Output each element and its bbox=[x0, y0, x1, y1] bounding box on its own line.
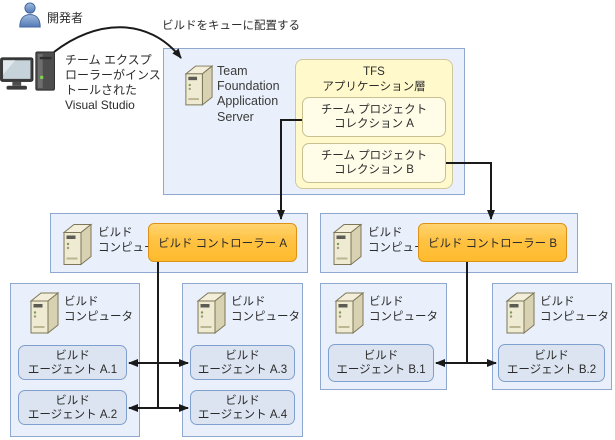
collection-a-box: チーム プロジェクト コレクション A bbox=[302, 97, 446, 137]
agent-a1-line: ビルド bbox=[55, 349, 90, 362]
build-computer-label-line: ビルド bbox=[368, 227, 403, 239]
app-tier-title: TFS アプリケーション層 bbox=[295, 65, 453, 95]
agent-a4-line: ビルド bbox=[225, 394, 260, 407]
server-icon bbox=[330, 221, 364, 266]
agent-a1-line: エージェント A.1 bbox=[27, 363, 118, 376]
agent-b1-line: エージェント B.1 bbox=[336, 364, 426, 376]
tfs-server-label-line: Team bbox=[217, 64, 248, 78]
server-icon bbox=[194, 290, 228, 334]
agent-b1-box: ビルド エージェント B.1 bbox=[328, 344, 434, 382]
agent-b2-box: ビルド エージェント B.2 bbox=[498, 344, 605, 382]
agent-a2-line: ビルド bbox=[55, 394, 90, 407]
build-computer-label-line: コンピュータ bbox=[231, 311, 300, 323]
build-computer-label-line: コンピュータ bbox=[540, 311, 609, 323]
agent-b2-line: ビルド bbox=[534, 350, 569, 362]
controller-b-box: ビルド コントローラー B bbox=[418, 223, 567, 262]
agent-a1-box: ビルド エージェント A.1 bbox=[18, 345, 127, 380]
build-computer-label: ビルド コンピュータ bbox=[540, 295, 609, 325]
collection-b-box: チーム プロジェクト コレクション B bbox=[302, 143, 446, 183]
collection-b-line: チーム プロジェクト bbox=[320, 150, 428, 162]
collection-a-line: コレクション A bbox=[334, 118, 414, 130]
server-icon bbox=[182, 63, 215, 106]
server-icon bbox=[60, 221, 94, 266]
client-caption-line: ローラーがインス bbox=[65, 68, 161, 82]
build-computer-label: ビルド コンピュータ bbox=[369, 295, 438, 325]
agent-a3-box: ビルド エージェント A.3 bbox=[190, 345, 295, 380]
client-computer-icon bbox=[0, 50, 58, 97]
tfs-server-label: Team Foundation Application Server bbox=[217, 64, 280, 125]
client-caption-line: チーム エクスプ bbox=[65, 53, 152, 67]
collection-a-line: チーム プロジェクト bbox=[320, 104, 428, 116]
build-computer-label: ビルド コンピュータ bbox=[64, 295, 133, 325]
build-computer-label: ビルド コンピュータ bbox=[231, 295, 300, 325]
queue-arrow-label: ビルドをキューに配置する bbox=[162, 20, 300, 32]
server-icon bbox=[503, 290, 537, 334]
build-computer-label-line: コンピュータ bbox=[64, 311, 133, 323]
agent-a2-box: ビルド エージェント A.2 bbox=[18, 390, 127, 425]
developer-person-icon bbox=[17, 2, 43, 28]
agent-a2-line: エージェント A.2 bbox=[27, 408, 118, 421]
client-caption: チーム エクスプ ローラーがインス トールされた Visual Studio bbox=[65, 53, 161, 113]
client-caption-line: Visual Studio bbox=[65, 98, 135, 112]
tfs-server-label-line: Application bbox=[217, 94, 279, 109]
client-caption-line: トールされた bbox=[65, 83, 138, 97]
agent-a4-line: エージェント A.4 bbox=[197, 408, 288, 421]
build-computer-label-line: ビルド bbox=[64, 296, 99, 308]
build-computer-label-line: コンピュータ bbox=[369, 311, 438, 323]
agent-b1-line: ビルド bbox=[363, 350, 399, 362]
agent-a3-line: ビルド bbox=[225, 349, 260, 362]
agent-a4-box: ビルド エージェント A.4 bbox=[190, 390, 295, 425]
server-icon bbox=[332, 290, 366, 334]
tfs-server-label-line: Server bbox=[217, 109, 254, 124]
developer-label: 開発者 bbox=[47, 11, 84, 25]
build-computer-label-line: ビルド bbox=[369, 296, 404, 308]
build-computer-label-line: ビルド bbox=[540, 296, 575, 308]
controller-a-box: ビルド コントローラー A bbox=[148, 223, 297, 262]
build-computer-label-line: ビルド bbox=[98, 227, 133, 239]
build-computer-label-line: ビルド bbox=[231, 296, 266, 308]
server-icon bbox=[27, 290, 61, 334]
agent-b2-line: エージェント B.2 bbox=[506, 364, 597, 376]
app-tier-title-line: アプリケーション層 bbox=[322, 81, 426, 93]
tfs-server-label-line: Foundation bbox=[217, 79, 280, 94]
agent-a3-line: エージェント A.3 bbox=[197, 363, 288, 376]
collection-b-line: コレクション B bbox=[334, 164, 414, 176]
app-tier-title-line: TFS bbox=[363, 66, 385, 78]
